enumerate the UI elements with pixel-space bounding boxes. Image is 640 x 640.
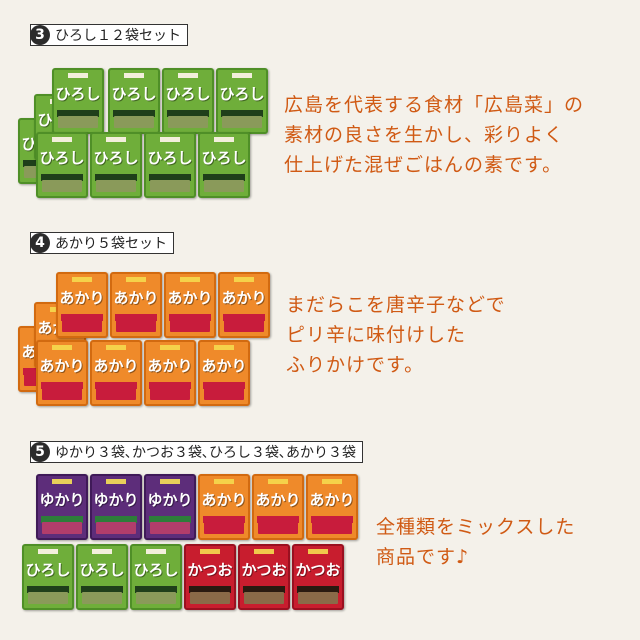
product-pack: ひろし: [162, 68, 214, 134]
product-pack: あかり: [36, 340, 88, 406]
product-pack: ひろし: [76, 544, 128, 610]
product-pack: ひろし: [144, 132, 196, 198]
product-pack: ひろし: [22, 544, 74, 610]
section-3-description: 広島を代表する食材「広島菜」の 素材の良さを生かし、彩りよく 仕上げた混ぜごはん…: [284, 94, 585, 176]
section-5-label: 5 ゆかり３袋､かつお３袋､ひろし３袋､あかり３袋: [30, 441, 363, 463]
product-pack: あかり: [198, 340, 250, 406]
product-pack: ひろし: [216, 68, 268, 134]
product-pack: あかり: [218, 272, 270, 338]
section-4-label: 4 あかり５袋セット: [30, 232, 174, 254]
product-pack: あかり: [90, 340, 142, 406]
product-pack: かつお: [184, 544, 236, 610]
section-3-title: ひろし１２袋セット: [55, 28, 181, 44]
product-pack: あかり: [110, 272, 162, 338]
product-pack: ひろし: [36, 132, 88, 198]
product-pack: ゆかり: [36, 474, 88, 540]
section-3-number: 3: [30, 25, 50, 45]
product-pack: あかり: [306, 474, 358, 540]
product-pack: ひろし: [198, 132, 250, 198]
section-3-label: 3 ひろし１２袋セット: [30, 24, 188, 46]
product-pack: あかり: [56, 272, 108, 338]
product-pack: ゆかり: [144, 474, 196, 540]
product-pack: あかり: [144, 340, 196, 406]
product-pack: ゆかり: [90, 474, 142, 540]
product-pack: ひろし: [108, 68, 160, 134]
section-4-description: まだらこを唐辛子などで ピリ辛に味付けした ふりかけです。: [286, 294, 506, 376]
product-pack: ひろし: [130, 544, 182, 610]
product-pack: ひろし: [90, 132, 142, 198]
section-4-title: あかり５袋セット: [55, 236, 167, 252]
section-5-title: ゆかり３袋､かつお３袋､ひろし３袋､あかり３袋: [55, 445, 356, 461]
product-pack: かつお: [292, 544, 344, 610]
product-pack: あかり: [252, 474, 304, 540]
section-5-description: 全種類をミックスした 商品です♪: [376, 516, 576, 568]
product-pack: ひろし: [52, 68, 104, 134]
section-5-number: 5: [30, 442, 50, 462]
product-pack: あかり: [198, 474, 250, 540]
product-pack: かつお: [238, 544, 290, 610]
product-pack: あかり: [164, 272, 216, 338]
section-4-number: 4: [30, 233, 50, 253]
